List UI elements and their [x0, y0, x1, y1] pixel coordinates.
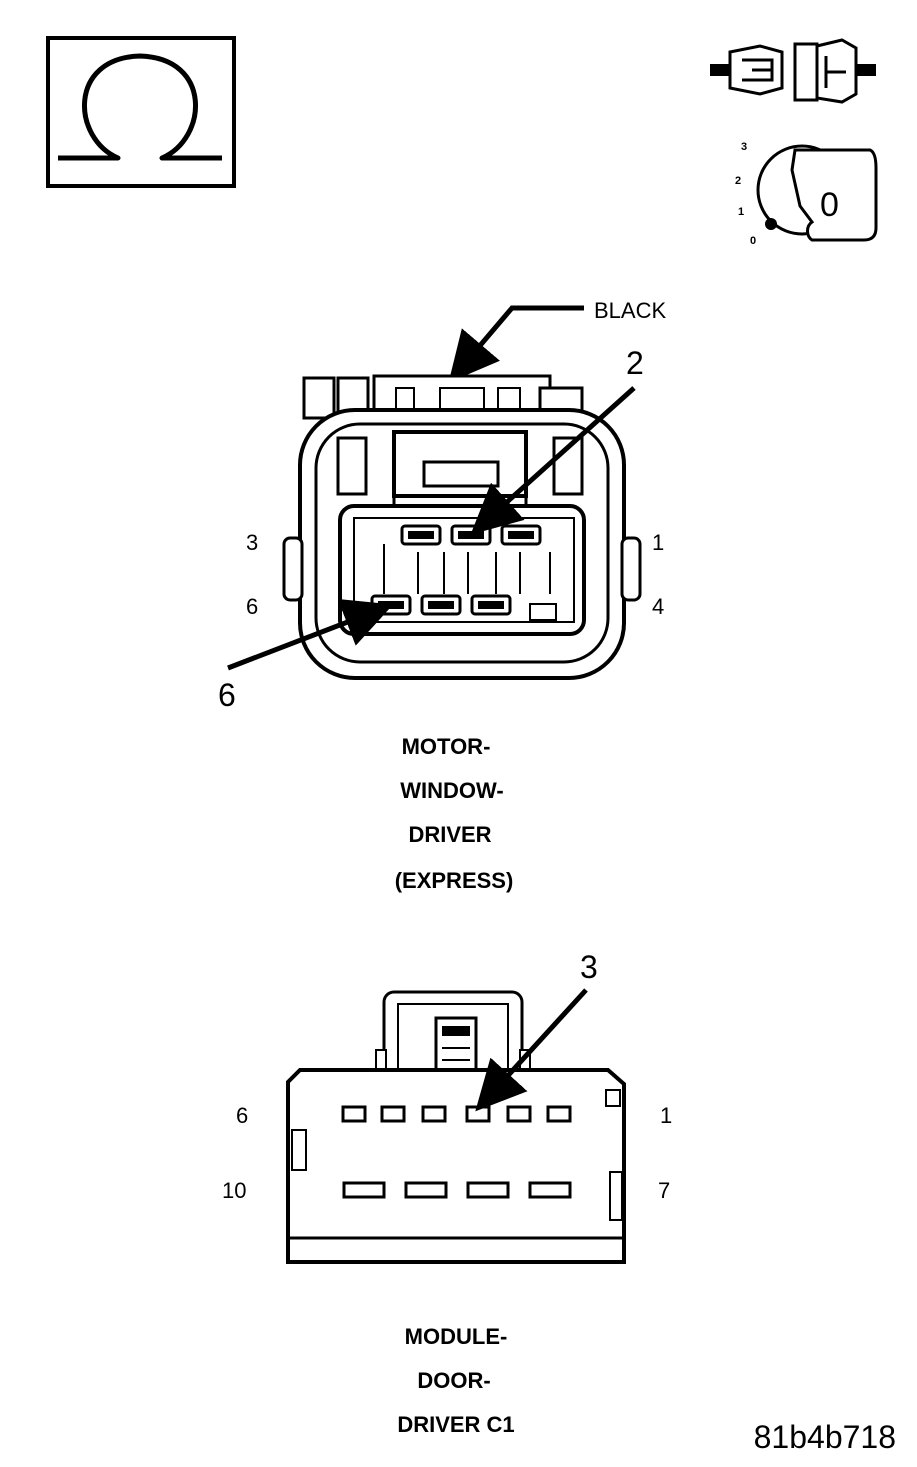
motor-callout-pin-2: 2	[626, 345, 644, 381]
module-pin-label-top-left: 6	[236, 1103, 248, 1128]
ignition-position-2: 2	[735, 175, 741, 187]
ignition-position-1: 1	[738, 206, 744, 218]
ignition-position-0: 0	[750, 235, 756, 247]
module-callout-pin-3: 3	[580, 949, 598, 985]
motor-caption-line-3: DRIVER	[408, 822, 491, 847]
figure-id: 81b4b718	[754, 1419, 896, 1455]
module-caption-line-1: MODULE-	[405, 1324, 508, 1349]
connector-disconnect-icon	[710, 38, 876, 104]
module-caption-line-2: DOOR-	[417, 1368, 490, 1393]
motor-pin-label-top-left: 3	[246, 530, 258, 555]
module-pin-label-bottom-left: 10	[222, 1178, 246, 1203]
motor-caption-line-2: WINDOW-	[400, 778, 503, 803]
motor-callout-pin-6: 6	[218, 677, 236, 713]
module-pin-label-top-right: 1	[660, 1103, 672, 1128]
motor-pin-label-top-right: 1	[652, 530, 664, 555]
ohm-icon	[46, 36, 236, 188]
motor-pin-label-bottom-right: 4	[652, 594, 664, 619]
module-caption-line-3: DRIVER C1	[397, 1412, 514, 1437]
ignition-key-off-icon: 3 2 1 0 0	[735, 141, 878, 247]
connector-color-label: BLACK	[594, 298, 666, 323]
motor-caption-line-4: (EXPRESS)	[395, 868, 514, 893]
motor-caption-line-1: MOTOR-	[402, 734, 491, 759]
ignition-key-label: 0	[820, 186, 839, 224]
module-door-driver-c1-connector: 6 1 10 7 3 MODULE- DOOR- DRIVER C1	[222, 949, 672, 1437]
motor-pin-label-bottom-left: 6	[246, 594, 258, 619]
motor-window-driver-connector: BLACK	[218, 298, 666, 893]
ignition-position-3: 3	[741, 141, 747, 153]
module-pin-label-bottom-right: 7	[658, 1178, 670, 1203]
